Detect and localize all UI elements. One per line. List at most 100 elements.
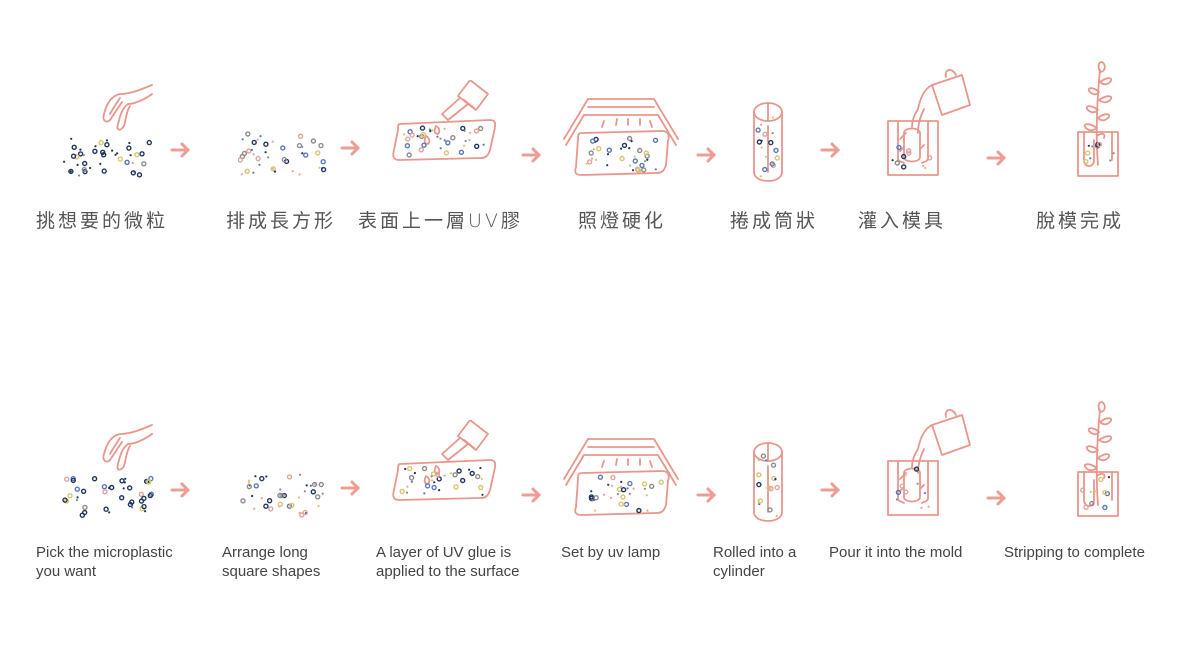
particle-dot [253, 507, 256, 510]
particle-dot [1096, 141, 1103, 148]
particle-dot [267, 156, 270, 159]
particle-dot [247, 479, 251, 482]
cylinder-roll-icon [753, 102, 783, 182]
particle-dot [99, 162, 102, 165]
particle-dot [263, 141, 269, 147]
particle-dot [756, 481, 762, 488]
particle-dot [627, 480, 633, 487]
particle-dot [611, 484, 614, 487]
particle-dot [640, 167, 647, 173]
particle-dot [1107, 476, 1110, 479]
step-label-en: Pick the microplastic you want [36, 544, 173, 580]
particle-dot [108, 486, 111, 490]
particle-dot [436, 476, 442, 482]
particle-dot [111, 149, 114, 152]
particle-dot [645, 494, 648, 497]
particle-dot [646, 158, 649, 161]
particle-dot [593, 509, 596, 512]
particle-dot [238, 157, 243, 163]
particle-dot [450, 135, 456, 141]
particle-dot [473, 128, 480, 134]
particle-dot [108, 511, 111, 514]
particle-dot [296, 142, 303, 149]
particle-dot [291, 170, 294, 173]
particle-dot [318, 166, 321, 169]
pour-into-mold-icon [887, 69, 971, 176]
particle-dot [773, 147, 779, 154]
particle-dot [424, 483, 431, 489]
particle-dot [626, 487, 629, 490]
particle-dot [273, 170, 277, 173]
particle-dot [82, 154, 85, 157]
particle-dot [590, 157, 594, 160]
particle-dot [399, 488, 405, 495]
particle-dot [628, 147, 631, 150]
particle-dot [122, 487, 125, 490]
particle-dot [104, 141, 110, 148]
particle-dot [251, 494, 254, 498]
particle-dot [320, 166, 327, 173]
particle-dot [1102, 489, 1108, 496]
particle-dot [479, 466, 482, 470]
particle-dot [756, 139, 763, 145]
step-label-zh: 脫模完成 [1036, 210, 1125, 232]
tweezers-picking-particles-icon [62, 424, 155, 518]
particle-dot [1102, 504, 1108, 511]
particle-dot [920, 506, 923, 509]
particle-dot [774, 484, 780, 491]
particle-dot [654, 168, 657, 171]
particle-dot [420, 132, 426, 138]
particle-dot [652, 137, 659, 143]
arrow-right-icon [820, 482, 841, 498]
particle-dot [628, 492, 631, 495]
particle-dot [594, 158, 598, 161]
particle-dot [416, 135, 419, 138]
particle-dot [621, 142, 628, 149]
particle-dot [1089, 490, 1092, 494]
arrow-right-icon [340, 480, 361, 496]
particle-dot [271, 140, 274, 143]
particle-dot [453, 484, 459, 490]
particle-dot [1109, 159, 1112, 162]
particle-dot [286, 474, 293, 480]
particle-dot [264, 151, 267, 154]
particle-dot [644, 160, 647, 163]
particle-dot [760, 146, 763, 149]
particle-dot [67, 492, 73, 499]
arrow-right-icon [696, 487, 717, 503]
particle-dot [619, 155, 625, 162]
particle-dot [321, 492, 324, 495]
particle-dot [609, 496, 613, 499]
particle-dot [410, 480, 413, 483]
particle-dot [468, 131, 472, 134]
particle-dot [297, 496, 300, 499]
particle-dot [1083, 504, 1089, 511]
particle-dot [632, 487, 635, 490]
particle-dot [75, 499, 78, 502]
particle-dot [268, 506, 274, 512]
particle-dot [402, 133, 406, 136]
particle-dot [126, 485, 133, 491]
particle-dot [445, 140, 451, 146]
step-label-zh: 挑想要的微粒 [36, 210, 169, 232]
particle-dot [603, 493, 606, 496]
particle-dot [762, 166, 768, 173]
particle-dot [456, 468, 462, 474]
particle-dot [141, 503, 147, 510]
particle-dot [481, 493, 484, 496]
particle-dot [586, 159, 593, 165]
particle-dot [251, 139, 257, 146]
particle-dot [144, 510, 147, 513]
particle-dot [77, 151, 84, 157]
particle-dot [136, 172, 143, 178]
particle-dot [139, 151, 145, 157]
particle-dot [311, 481, 318, 488]
arrow-right-icon [986, 490, 1007, 506]
particle-dot [255, 155, 261, 162]
particle-dot [606, 153, 610, 156]
particle-dot [439, 137, 442, 140]
particle-dot [588, 150, 594, 156]
particle-dot [70, 153, 77, 159]
particle-dot [310, 489, 317, 495]
arrow-right-icon [820, 142, 841, 158]
